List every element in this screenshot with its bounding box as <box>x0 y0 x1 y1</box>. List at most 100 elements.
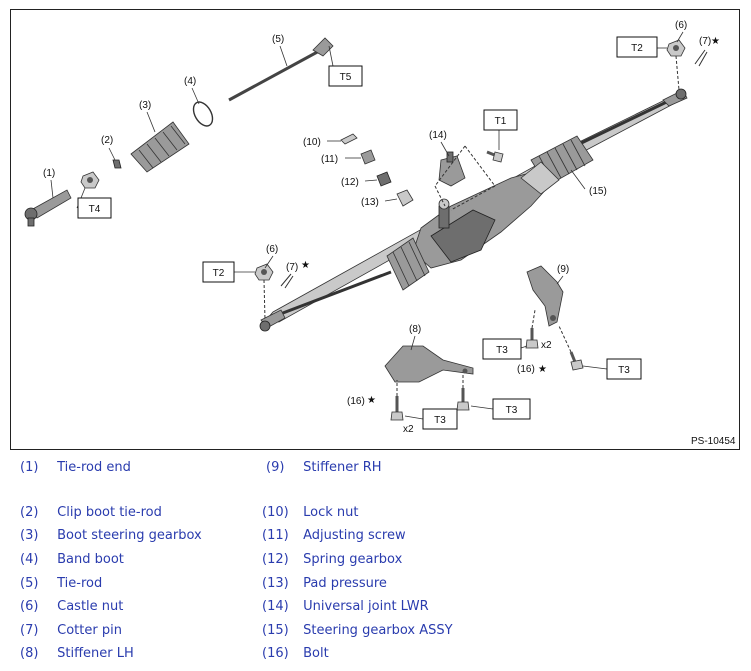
callout-11: (11) <box>321 154 338 165</box>
qty-rh: x2 <box>541 340 552 351</box>
legend-item: (5) Tie-rod <box>20 576 102 596</box>
torque-t2-right: T2 <box>616 36 658 58</box>
torque-t3-rh-b: T3 <box>606 358 642 380</box>
callout-7-right: (7) <box>699 36 711 47</box>
legend-number: (2) <box>20 505 39 520</box>
legend-number: (1) <box>20 460 39 475</box>
star-7-right: ★ <box>711 36 720 47</box>
leader-lines <box>50 31 684 420</box>
star-16-rh: ★ <box>538 364 547 375</box>
callout-4: (4) <box>184 76 196 87</box>
exploded-diagram: (1) (2) (3) (4) (5) (6) (6) (7) (7) (8) … <box>10 9 740 450</box>
castle-nut-right <box>666 39 686 57</box>
legend-item: (16) Bolt <box>262 646 329 666</box>
bolt-16-lh <box>390 396 404 421</box>
legend-item: (14) Universal joint LWR <box>262 599 429 619</box>
svg-text:T5: T5 <box>340 72 352 83</box>
legend-name: Steering gearbox ASSY <box>303 623 453 638</box>
legend-name: Adjusting screw <box>303 528 406 543</box>
legend-number: (12) <box>262 552 289 567</box>
legend-name: Band boot <box>57 552 124 567</box>
tie-rod-end <box>24 189 72 227</box>
bolt-16-rh <box>525 328 539 349</box>
legend-item: (9) Stiffener RH <box>266 460 382 480</box>
steering-gearbox-assy <box>259 88 688 332</box>
torque-t4: T4 <box>77 197 112 219</box>
torque-t5: T5 <box>328 65 363 87</box>
legend-name: Tie-rod end <box>57 460 131 475</box>
torque-t1: T1 <box>483 109 518 131</box>
legend-item: (13) Pad pressure <box>262 576 387 596</box>
star-16-lh: ★ <box>367 395 376 406</box>
legend-item: (15) Steering gearbox ASSY <box>262 623 453 643</box>
legend-number: (16) <box>262 646 289 661</box>
diagram-canvas: (1) (2) (3) (4) (5) (6) (6) (7) (7) (8) … <box>24 20 736 447</box>
doc-code: PS-10454 <box>691 436 736 447</box>
callouts: (1) (2) (3) (4) (5) (6) (6) (7) (7) (8) … <box>43 20 720 435</box>
callout-16-lh: (16) <box>347 396 365 407</box>
star-7-left: ★ <box>301 260 310 271</box>
cotter-pin-left <box>280 273 294 289</box>
cotter-pin-right <box>694 49 708 67</box>
legend-item: (2) Clip boot tie-rod <box>20 505 162 525</box>
legend-number: (10) <box>262 505 289 520</box>
tie-rod <box>228 37 334 102</box>
callout-6-left: (6) <box>266 244 278 255</box>
legend-item: (7) Cotter pin <box>20 623 122 643</box>
legend-name: Lock nut <box>303 505 359 520</box>
legend-number: (5) <box>20 576 39 591</box>
band-boot <box>192 101 214 127</box>
callout-13: (13) <box>361 197 379 208</box>
svg-text:T3: T3 <box>506 405 518 416</box>
callout-3: (3) <box>139 100 151 111</box>
spring-gearbox <box>376 171 392 187</box>
callout-16-rh: (16) <box>517 364 535 375</box>
svg-text:T4: T4 <box>89 204 101 215</box>
legend-item: (3) Boot steering gearbox <box>20 528 202 548</box>
svg-text:T3: T3 <box>618 365 630 376</box>
legend-number: (15) <box>262 623 289 638</box>
castle-nut-t4 <box>80 171 100 189</box>
legend-name: Cotter pin <box>57 623 122 638</box>
svg-text:T2: T2 <box>631 43 643 54</box>
bolt-t3-lh <box>456 388 470 411</box>
legend-item: (11) Adjusting screw <box>262 528 406 548</box>
torque-t3-lh-b: T3 <box>422 408 458 430</box>
svg-text:T1: T1 <box>495 116 507 127</box>
svg-text:T2: T2 <box>213 268 225 279</box>
stiffener-rh <box>526 265 564 327</box>
boot-steering-gearbox <box>130 121 190 173</box>
legend-number: (6) <box>20 599 39 614</box>
callout-1: (1) <box>43 168 55 179</box>
qty-lh: x2 <box>403 424 414 435</box>
legend-name: Tie-rod <box>57 576 103 591</box>
callout-6-right: (6) <box>675 20 687 31</box>
callout-14: (14) <box>429 130 447 141</box>
callout-12: (12) <box>341 177 359 188</box>
callout-2: (2) <box>101 135 113 146</box>
torque-t3-rh-a: T3 <box>482 338 522 360</box>
legend-number: (13) <box>262 576 289 591</box>
legend-name: Stiffener LH <box>57 646 134 661</box>
universal-joint-lwr <box>438 151 466 187</box>
svg-text:T3: T3 <box>434 415 446 426</box>
legend-number: (14) <box>262 599 289 614</box>
callout-5: (5) <box>272 34 284 45</box>
legend-item: (12) Spring gearbox <box>262 552 402 572</box>
legend-number: (7) <box>20 623 39 638</box>
legend-number: (8) <box>20 646 39 661</box>
callout-10: (10) <box>303 137 321 148</box>
legend-name: Castle nut <box>57 599 124 614</box>
legend-item: (6) Castle nut <box>20 599 123 619</box>
legend-item: (8) Stiffener LH <box>20 646 134 666</box>
callout-8: (8) <box>409 324 421 335</box>
parts-legend: (1) Tie-rod end (2) Clip boot tie-rod (3… <box>0 452 751 671</box>
legend-number: (4) <box>20 552 39 567</box>
svg-text:T3: T3 <box>496 345 508 356</box>
legend-number: (11) <box>262 528 289 543</box>
legend-name: Pad pressure <box>303 576 387 591</box>
legend-item: (4) Band boot <box>20 552 124 572</box>
lock-nut <box>340 133 358 145</box>
bolt-t1 <box>486 150 504 163</box>
callout-15: (15) <box>589 186 607 197</box>
